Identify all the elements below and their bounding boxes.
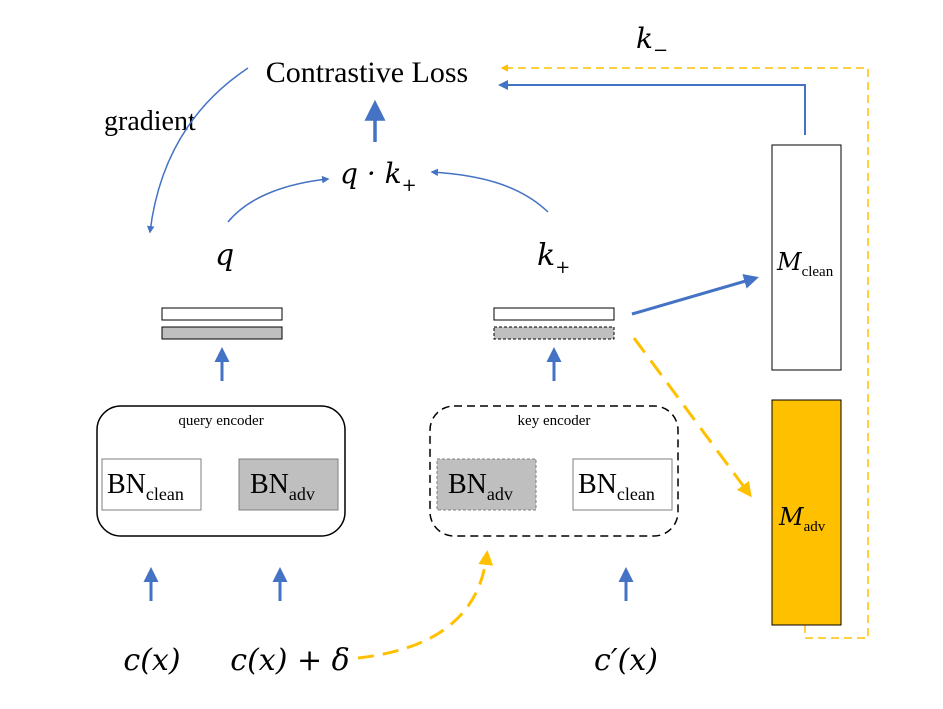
query-bn-clean-label: BNclean bbox=[107, 469, 184, 504]
adv-memory-feedback-arrow bbox=[500, 64, 869, 639]
key-encoder-label: key encoder bbox=[518, 413, 591, 429]
adv-input-to-key-encoder-arrow bbox=[357, 550, 494, 660]
gradient-arrow bbox=[147, 67, 249, 234]
input-key-label: c′(x) bbox=[594, 643, 658, 678]
input-adv-label: c(x) + δ bbox=[230, 643, 349, 678]
q-feature-bar-clean bbox=[161, 307, 283, 321]
k-feature-bar-clean bbox=[493, 307, 615, 321]
memory-to-loss-arrow bbox=[498, 80, 806, 135]
dot-product-label: q · k+ bbox=[340, 157, 417, 196]
query-bn-adv-label: BNadv bbox=[250, 469, 315, 504]
memory-adv-label: Madv bbox=[778, 503, 826, 535]
query-bn-adv-box bbox=[238, 458, 339, 511]
kadv-to-memory-adv-arrow bbox=[632, 337, 752, 498]
input-clean-label: c(x) bbox=[123, 643, 180, 678]
memory-clean-label: Mclean bbox=[776, 248, 834, 280]
q-label: q bbox=[215, 238, 234, 273]
kplus-to-memory-clean-arrow bbox=[631, 274, 759, 316]
memory-clean-box bbox=[771, 144, 842, 371]
memory-adv-box bbox=[771, 399, 842, 626]
key-bn-clean-box bbox=[572, 458, 673, 511]
query-encoder-label: query encoder bbox=[178, 413, 263, 429]
k-minus-label: k− bbox=[636, 22, 668, 61]
q-feature-bar-adv bbox=[161, 326, 283, 340]
contrastive-loss-title: Contrastive Loss bbox=[266, 56, 469, 89]
k-feature-bar-adv bbox=[493, 326, 615, 340]
key-bn-adv-box bbox=[436, 458, 537, 511]
query-bn-clean-box bbox=[101, 458, 202, 511]
q-to-dot-arrow bbox=[227, 175, 330, 223]
key-bn-adv-label: BNadv bbox=[448, 469, 513, 504]
k-plus-label: k+ bbox=[537, 238, 570, 278]
key-bn-clean-label: BNclean bbox=[578, 469, 655, 504]
kplus-to-dot-arrow bbox=[430, 168, 549, 213]
gradient-label: gradient bbox=[104, 106, 196, 137]
